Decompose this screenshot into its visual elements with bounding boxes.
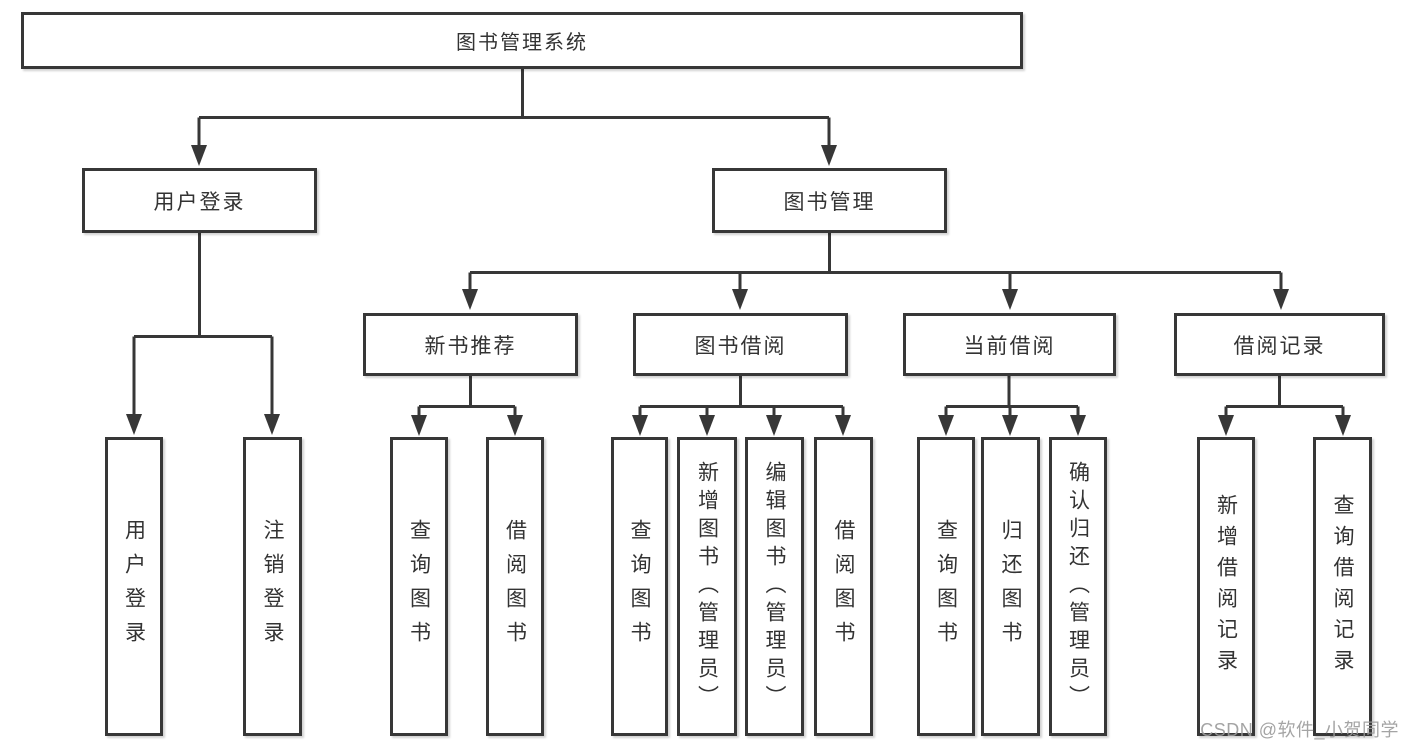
node-label: 查询图书 bbox=[628, 518, 651, 655]
node-root: 图书管理系统 bbox=[21, 12, 1023, 69]
node-label: 用户登录 bbox=[122, 518, 146, 655]
node-label: 新书推荐 bbox=[424, 334, 517, 358]
node-book-borrowing: 图书借阅 bbox=[633, 313, 848, 376]
node-label: 确认归还（管理员） bbox=[1066, 460, 1090, 713]
node-label: 借阅图书 bbox=[832, 518, 855, 655]
node-label: 借阅记录 bbox=[1233, 334, 1326, 358]
node-label: 查询图书 bbox=[407, 518, 431, 655]
node-label: 查询图书 bbox=[934, 518, 958, 655]
watermark: CSDN @软件_小贺同学 bbox=[1200, 720, 1399, 740]
node-user-login: 用户登录 bbox=[82, 168, 317, 233]
leaf-query-borrow-record: 查询借阅记录 bbox=[1313, 437, 1372, 736]
node-label: 图书管理 bbox=[783, 190, 876, 214]
node-current-borrowing: 当前借阅 bbox=[903, 313, 1116, 376]
node-label: 借阅图书 bbox=[503, 518, 527, 655]
arrowheads bbox=[126, 145, 1351, 436]
node-label: 归还图书 bbox=[999, 518, 1022, 655]
leaf-return-book: 归还图书 bbox=[981, 437, 1040, 736]
leaf-query-books-3: 查询图书 bbox=[917, 437, 975, 736]
leaf-add-book-admin: 新增图书（管理员） bbox=[677, 437, 737, 736]
node-label: 用户登录 bbox=[153, 190, 246, 214]
node-label: 图书借阅 bbox=[694, 334, 787, 358]
leaf-user-login: 用户登录 bbox=[105, 437, 163, 736]
node-label: 新增图书（管理员） bbox=[695, 460, 719, 713]
node-label: 查询借阅记录 bbox=[1331, 493, 1354, 680]
leaf-borrow-books-2: 借阅图书 bbox=[814, 437, 873, 736]
leaf-logout: 注销登录 bbox=[243, 437, 302, 736]
leaf-edit-book-admin: 编辑图书（管理员） bbox=[745, 437, 804, 736]
leaf-add-borrow-record: 新增借阅记录 bbox=[1197, 437, 1255, 736]
node-label: 新增借阅记录 bbox=[1214, 493, 1238, 680]
node-label: 注销登录 bbox=[261, 518, 284, 655]
node-label: 编辑图书（管理员） bbox=[763, 460, 786, 713]
leaf-query-books-2: 查询图书 bbox=[611, 437, 668, 736]
leaf-borrow-books-1: 借阅图书 bbox=[486, 437, 544, 736]
node-book-management: 图书管理 bbox=[712, 168, 947, 233]
node-label: 图书管理系统 bbox=[456, 32, 588, 54]
node-label: 当前借阅 bbox=[963, 334, 1056, 358]
node-new-book-recommend: 新书推荐 bbox=[363, 313, 578, 376]
leaf-confirm-return-admin: 确认归还（管理员） bbox=[1049, 437, 1107, 736]
leaf-query-books-1: 查询图书 bbox=[390, 437, 448, 736]
node-borrowing-records: 借阅记录 bbox=[1174, 313, 1385, 376]
